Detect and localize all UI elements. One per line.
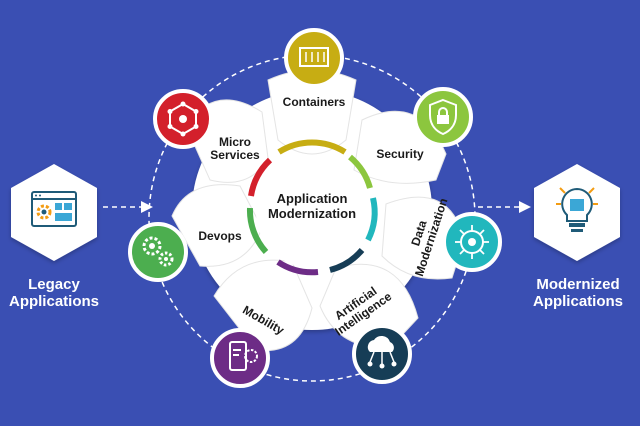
- label-devops: Devops: [198, 229, 242, 243]
- gears-icon: [128, 222, 188, 282]
- ring-arc-data: [365, 197, 378, 242]
- center-disc: [256, 156, 368, 268]
- ring-arc-devops: [246, 207, 269, 255]
- browser-gear-icon: [31, 191, 77, 227]
- modernized-label-line1: Modernized: [536, 276, 620, 293]
- modernized-label-line2: Applications: [532, 293, 623, 311]
- ring-arc-containers: [277, 139, 347, 155]
- petal-mobility: [213, 259, 313, 352]
- modernized-label: Modernized Applications: [526, 276, 630, 311]
- label-security: Security: [376, 147, 424, 161]
- mobile-gear-icon: [210, 328, 270, 388]
- center-title-line1: Application: [276, 191, 348, 206]
- legacy-label-line1: Legacy: [28, 276, 80, 293]
- label-containers: Containers: [282, 95, 346, 109]
- container-icon: [284, 28, 344, 88]
- shield-lock-icon: [413, 87, 473, 147]
- modernized-hexagon: [534, 164, 620, 261]
- brain-network-icon: [442, 212, 502, 272]
- ring-arc-security: [347, 154, 373, 189]
- label-micro-services: Micro Services: [200, 135, 270, 163]
- center-title: Application Modernization: [262, 191, 362, 221]
- hexagon-network-icon: [153, 89, 213, 149]
- legacy-label: Legacy Applications: [2, 276, 106, 311]
- inner-ring: [246, 139, 378, 276]
- center-title-line2: Modernization: [267, 205, 357, 221]
- ring-arc-mobility: [276, 259, 319, 276]
- label-micro-line2: Services: [210, 148, 260, 163]
- petals: [171, 69, 465, 352]
- legacy-label-line2: Applications: [8, 293, 99, 311]
- label-micro-line1: Micro: [218, 135, 251, 149]
- ring-arc-ai: [329, 247, 365, 273]
- cloud-network-icon: [352, 324, 412, 384]
- lightbulb-chip-icon: [556, 187, 598, 232]
- ring-arc-micro: [248, 157, 273, 197]
